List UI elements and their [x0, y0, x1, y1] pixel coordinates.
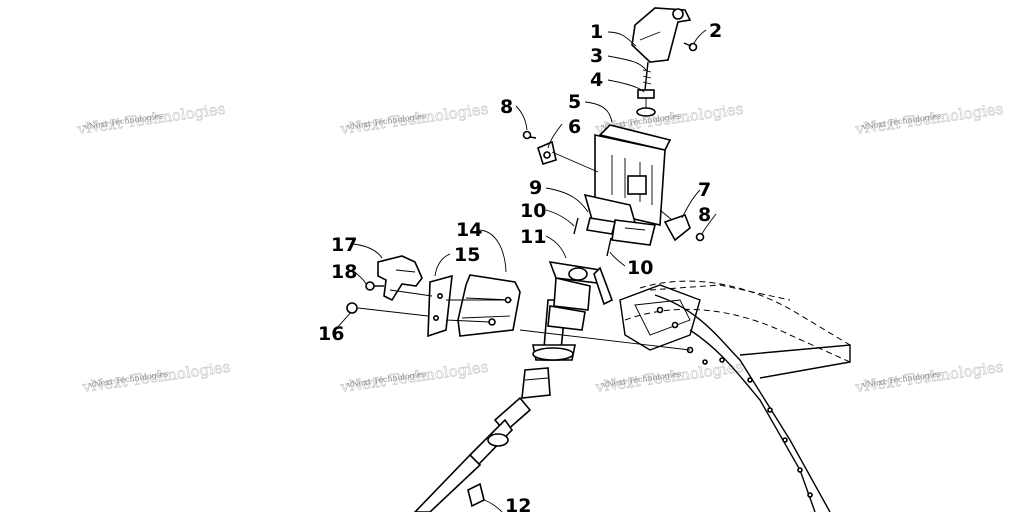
watermark: vNext Technologies vNext Technologies — [338, 99, 490, 138]
callout-16: 16 — [318, 323, 344, 345]
clamp-block — [631, 7, 692, 63]
callout-15: 15 — [454, 244, 480, 266]
callout-labels: 1 2 3 4 5 6 7 8 8 9 10 10 11 12 14 15 16… — [318, 20, 722, 512]
cover-14 — [457, 274, 521, 337]
callout-6: 6 — [568, 116, 581, 138]
roll-pin-10-left — [573, 217, 579, 235]
roll-pin-10-right — [606, 237, 612, 257]
watermark: vNext Technologies vNext Technologies — [80, 357, 232, 396]
callout-4: 4 — [590, 69, 603, 91]
bracket-7 — [663, 213, 691, 242]
screw-18 — [365, 281, 375, 291]
callout-14: 14 — [456, 219, 482, 241]
watermark: vNext Technologies vNext Technologies — [593, 357, 745, 396]
screw-2 — [688, 42, 698, 52]
washer-4 — [637, 89, 655, 99]
callout-17: 17 — [331, 234, 357, 256]
screw-8-left — [522, 130, 532, 140]
callout-8-left: 8 — [500, 96, 513, 118]
screw-8-right — [695, 232, 705, 242]
spacer-9 — [586, 217, 616, 235]
callout-5: 5 — [568, 91, 581, 113]
callout-1: 1 — [590, 21, 603, 43]
callout-7: 7 — [698, 179, 711, 201]
bolt-16 — [346, 302, 358, 314]
bracket-15 — [427, 274, 453, 338]
callout-3: 3 — [590, 45, 603, 67]
hardware — [467, 42, 705, 508]
bracket-17 — [377, 255, 423, 302]
callout-10-right: 10 — [627, 257, 653, 279]
callout-11: 11 — [520, 226, 546, 248]
watermark: vNext Technologies vNext Technologies — [853, 357, 1005, 396]
nut-12 — [467, 482, 485, 508]
watermark: vNext Technologies vNext Technologies — [75, 99, 227, 138]
frame-structure — [619, 280, 851, 512]
callout-12: 12 — [505, 495, 531, 512]
callout-10-left: 10 — [520, 200, 546, 222]
bolt-3 — [644, 61, 649, 91]
callout-8-right: 8 — [698, 204, 711, 226]
alignment-lines — [357, 98, 691, 351]
callout-9: 9 — [529, 177, 542, 199]
callout-2: 2 — [709, 20, 722, 42]
watermark: vNext Technologies vNext Technologies — [338, 357, 490, 396]
watermark: vNext Technologies vNext Technologies — [853, 99, 1005, 138]
callout-18: 18 — [331, 261, 357, 283]
leader-lines — [336, 29, 717, 512]
steering-post — [547, 260, 614, 331]
steering-cover-assembly — [346, 255, 521, 338]
